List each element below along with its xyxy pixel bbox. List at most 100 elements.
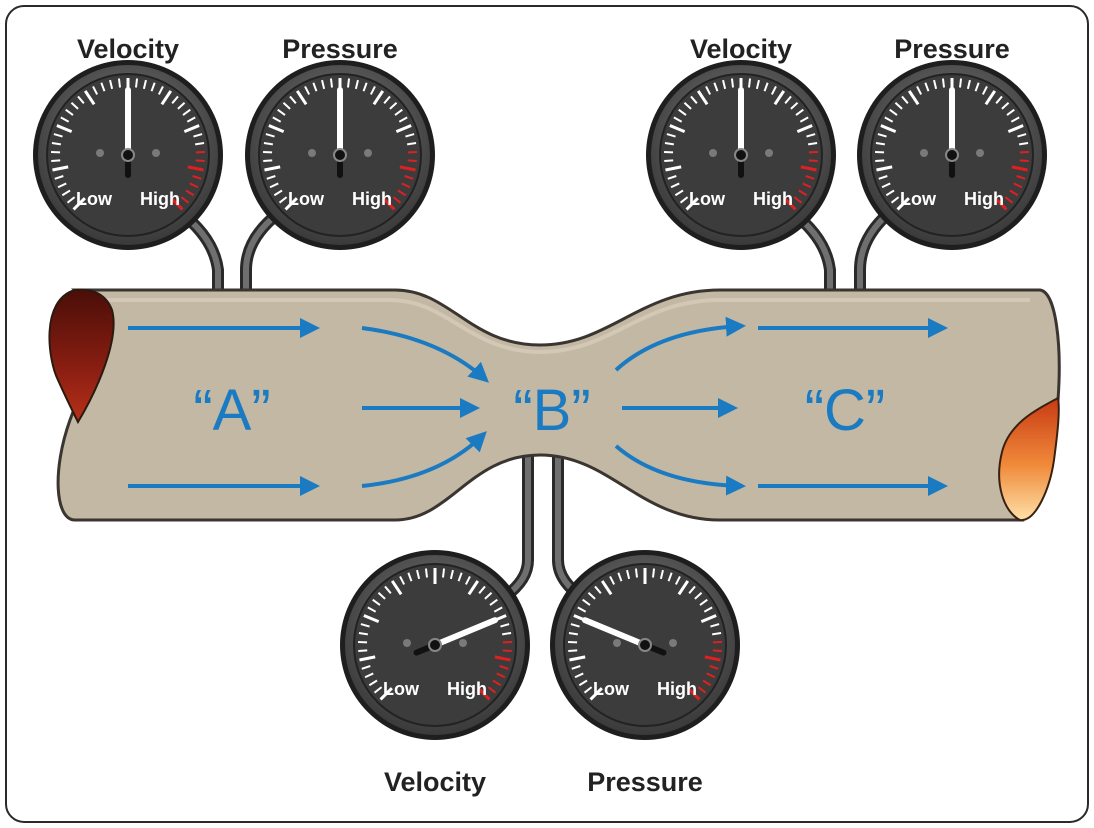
gauge-tick [373, 686, 383, 694]
gauge-tick [180, 196, 190, 204]
gauge-tick [651, 568, 656, 578]
gauge-tick [763, 82, 769, 92]
gauge-tick [493, 606, 503, 613]
gauge-tick [570, 623, 580, 628]
gauge-tick [359, 655, 376, 662]
gauge-tick [492, 679, 502, 687]
gauge-high-label: High [964, 189, 1004, 209]
gauge-tick [312, 82, 318, 92]
gauge-screw [403, 639, 411, 647]
gauge-tick [702, 679, 712, 687]
gauge-tick [117, 78, 122, 88]
gauge-tick [783, 197, 797, 211]
gauge-tick [696, 90, 709, 106]
gauge-hub [945, 148, 959, 162]
gauge-tick [674, 575, 681, 585]
gauge-tick [1013, 182, 1023, 189]
gauge-tick [100, 82, 106, 92]
gauge-tick [405, 133, 415, 138]
gauge-tick [266, 175, 276, 180]
gauge-screw [765, 149, 773, 157]
gauge-tick [404, 175, 414, 180]
gauge-tick [705, 85, 712, 95]
gauge-low-label: Low [288, 189, 325, 209]
gauge-low-label: Low [383, 679, 420, 699]
gauge-tick [150, 82, 156, 92]
gauge-tick [192, 175, 202, 180]
gauge-screw [459, 639, 467, 647]
gauge-tick [70, 101, 79, 110]
gauge-tick [72, 197, 86, 211]
gauge-tick [634, 568, 639, 578]
gauge-tick [679, 196, 689, 204]
gauge-tick [264, 165, 281, 172]
gauge-tick [805, 175, 815, 180]
gauge-tick [401, 182, 411, 189]
gauge-tick [578, 679, 588, 687]
gauge-tick [467, 580, 480, 596]
gauge-tick [395, 124, 412, 134]
gauge-tick [683, 101, 692, 110]
gauge-tick [416, 569, 421, 580]
gauge-tick [571, 665, 581, 670]
gauge-tick [273, 189, 283, 197]
pipe-shading [90, 298, 1030, 355]
gauge-tick [669, 124, 686, 134]
gauge-tick [56, 124, 73, 134]
gauge-tick [678, 108, 687, 116]
gauge-tick [361, 665, 371, 670]
gauge-hub [121, 148, 135, 162]
gauge-tick [806, 133, 816, 138]
gauge-tick [1019, 159, 1029, 163]
gauge-tick [704, 655, 721, 662]
gauge-tick [282, 101, 291, 110]
gauge-tick [713, 82, 719, 92]
gauge-tick [272, 116, 282, 123]
gauge-screw [669, 639, 677, 647]
gauge-tick [958, 78, 963, 88]
gauge-tick [441, 568, 446, 578]
gauge-tick [1010, 116, 1020, 123]
gauge-hub [734, 148, 748, 162]
gauge-tick [747, 78, 752, 88]
gauge-tick [383, 95, 391, 104]
gauge-tick [502, 649, 512, 653]
gauge-tick [193, 133, 203, 138]
gauge-hub [428, 638, 442, 652]
gauge-low-label: Low [76, 189, 113, 209]
gauge-tick [773, 90, 786, 106]
gauge-low-label: Low [689, 189, 726, 209]
gauge-tick [687, 687, 701, 701]
section-label-a: “A” [193, 378, 270, 443]
gauge-tick [1001, 101, 1010, 110]
gauge-tick [889, 108, 898, 116]
gauge-tick [268, 124, 285, 134]
gauge-tick [407, 141, 417, 146]
gauge-tick [489, 598, 498, 606]
gauge-tick [54, 175, 64, 180]
gauge-tick [793, 196, 803, 204]
gauge-tick [730, 78, 735, 88]
gauge-needle [432, 617, 499, 648]
gauge-tick [700, 614, 717, 624]
gauge-tick [51, 141, 61, 146]
gauge-tick [907, 90, 920, 106]
gauge-tick [278, 196, 288, 204]
gauge-tick [398, 116, 408, 123]
gauge-tick [53, 133, 63, 138]
gauge-screw [308, 149, 316, 157]
gauge-tick [667, 175, 677, 180]
flow-arrow [361, 431, 487, 488]
gauge-tick [890, 196, 900, 204]
gauge-tick [799, 116, 809, 123]
gauge-tick [594, 585, 602, 594]
flow-arrow [614, 444, 746, 496]
gauge-tick [377, 591, 386, 600]
gauge-tick [876, 165, 893, 172]
gauge-tick [770, 85, 777, 95]
gauge-tick [984, 90, 997, 106]
